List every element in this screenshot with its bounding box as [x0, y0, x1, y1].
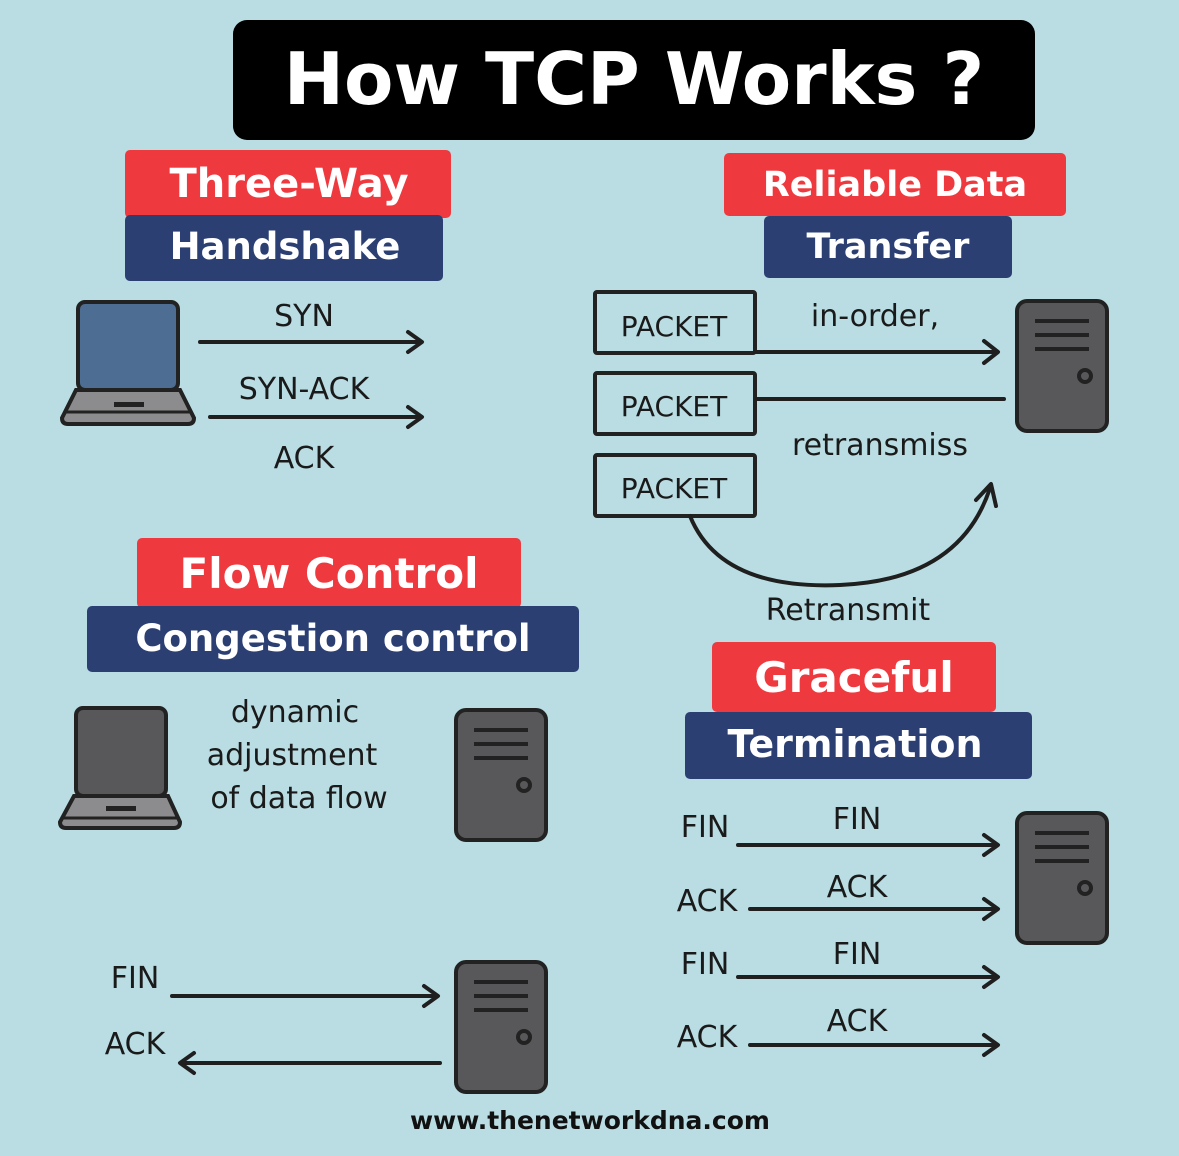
packet-label: PACKET — [621, 472, 728, 505]
packet-label: PACKET — [621, 390, 728, 423]
row-arrow-label: ACK — [827, 870, 889, 905]
packet-box: PACKET — [593, 290, 757, 355]
arrowhead-icon — [982, 965, 1000, 989]
arrowhead-icon — [982, 833, 1000, 857]
laptop-icon — [60, 300, 196, 426]
heading-flow-control: Flow Control — [180, 549, 479, 598]
row-left-label: ACK — [677, 884, 739, 919]
termination-row: FIN FIN — [681, 937, 1000, 989]
termination-row: FIN FIN — [681, 802, 1000, 857]
flow-text-line: of data flow — [210, 781, 387, 816]
termination-row: ACK ACK — [677, 1004, 1000, 1057]
footer-url[interactable]: www.thenetworkdna.com — [410, 1106, 770, 1135]
server-icon — [1015, 299, 1109, 433]
flow-heading: Flow Control Congestion control — [87, 538, 579, 672]
heading-graceful: Graceful — [754, 653, 953, 702]
label-retransmiss: retransmiss — [792, 428, 968, 463]
label-syn-ack: SYN-ACK — [239, 372, 371, 407]
arrowhead-icon — [406, 330, 424, 354]
arrow-retransmit-curve — [688, 486, 992, 588]
heading-three-way: Three-Way — [169, 161, 408, 207]
heading-termination: Termination — [727, 722, 982, 766]
arrowhead-icon — [422, 984, 440, 1008]
laptop-icon — [58, 706, 182, 830]
heading-congestion-control: Congestion control — [135, 617, 530, 660]
heading-handshake: Handshake — [170, 225, 401, 268]
page-title: How TCP Works ? — [284, 37, 985, 121]
row-arrow-label: FIN — [833, 937, 882, 972]
row-left-label: ACK — [677, 1020, 739, 1055]
flow-text-line: dynamic — [231, 695, 359, 730]
label-retransmit: Retransmit — [766, 593, 931, 628]
row-left-label: FIN — [681, 947, 730, 982]
heading-transfer: Transfer — [807, 227, 971, 267]
row-arrow-label: FIN — [833, 802, 882, 837]
packet-box: PACKET — [593, 453, 757, 518]
label-syn: SYN — [274, 299, 334, 334]
heading-reliable-data: Reliable Data — [763, 165, 1027, 205]
packet-label: PACKET — [621, 310, 728, 343]
arrowhead-icon — [982, 1033, 1000, 1057]
server-icon — [1015, 811, 1109, 945]
row-left-label: FIN — [681, 810, 730, 845]
row-arrow-label: ACK — [827, 1004, 889, 1039]
server-icon — [454, 708, 548, 842]
packet-box: PACKET — [593, 371, 757, 436]
arrowhead-icon — [982, 897, 1000, 921]
label-fin: FIN — [111, 961, 160, 996]
server-icon — [454, 960, 548, 1094]
termination-row: ACK ACK — [677, 870, 1000, 921]
title-banner: How TCP Works ? — [233, 20, 1035, 140]
handshake-heading: Three-Way Handshake — [125, 150, 451, 281]
arrowhead-icon — [974, 482, 998, 508]
label-in-order: in-order, — [811, 299, 939, 334]
arrowhead-icon — [406, 405, 424, 429]
reliable-heading: Reliable Data Transfer — [724, 153, 1066, 278]
label-ack: ACK — [105, 1027, 167, 1062]
graceful-heading: Graceful Termination — [685, 642, 1032, 779]
label-ack: ACK — [274, 441, 336, 476]
arrowhead-icon — [178, 1051, 196, 1075]
arrowhead-icon — [982, 339, 1000, 365]
flow-text-line: adjustment — [207, 738, 378, 773]
